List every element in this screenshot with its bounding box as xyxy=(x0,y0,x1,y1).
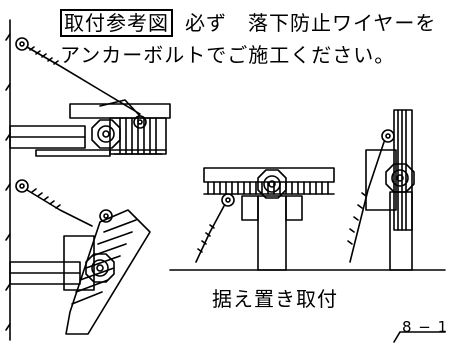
heading-box: 取付参考図 xyxy=(60,9,173,37)
wall-mount-horizontal-fixture xyxy=(9,37,171,157)
floor-mount-caption: 据え置き取付 xyxy=(212,287,338,311)
note-line-1-text: 必ず 落下防止ワイヤーを xyxy=(185,11,437,35)
safety-wire-bottom xyxy=(26,189,93,227)
floor-mount-vertical-fixture xyxy=(347,109,415,271)
anchor-bolt-top xyxy=(15,37,29,51)
reference-underline xyxy=(393,331,446,343)
note-line-2: アンカーボルトでご施工ください。 xyxy=(60,43,396,67)
anchor-bolt-bottom xyxy=(15,179,29,193)
note-line-1: 取付参考図必ず 落下防止ワイヤーを xyxy=(60,9,437,37)
wall xyxy=(5,19,11,341)
wall-mount-tilted-fixture xyxy=(9,179,151,335)
reference-label: 8 − 1 xyxy=(402,318,449,336)
floor-mount-horizontal-fixture xyxy=(169,167,446,271)
